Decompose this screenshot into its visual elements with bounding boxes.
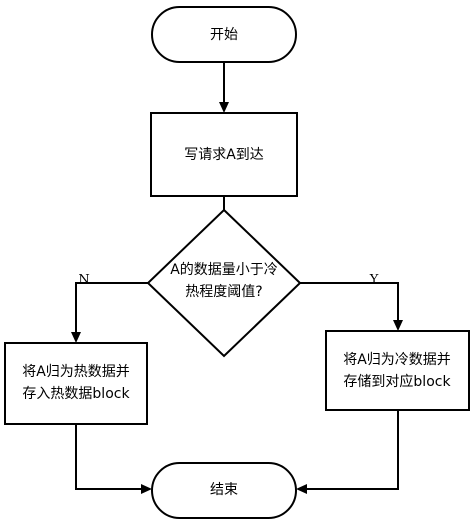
- cold-block-node: 将A归为冷数据并 存储到对应block: [325, 330, 470, 411]
- connector-decision-to-hot: N: [71, 273, 148, 343]
- yes-branch-label: Y: [369, 273, 379, 288]
- decision-node: A的数据量小于冷 热程度阈值?: [146, 208, 302, 358]
- hot-block-label-line1: 将A归为热数据并: [22, 363, 130, 380]
- connector-decision-to-cold: Y: [300, 273, 403, 331]
- cold-block-label-line2: 存储到对应block: [343, 373, 451, 390]
- connector-start-to-request: [219, 62, 229, 113]
- start-node: 开始: [151, 6, 297, 63]
- hot-block-node: 将A归为热数据并 存入热数据block: [4, 342, 148, 425]
- arrowhead-icon: [296, 484, 307, 494]
- end-node: 结束: [151, 462, 297, 519]
- start-label: 开始: [210, 27, 238, 43]
- decision-label-line2: 热程度阈值?: [185, 284, 262, 300]
- end-label: 结束: [210, 482, 238, 498]
- arrowhead-icon: [71, 332, 81, 343]
- connector-hot-to-end: [75, 424, 152, 494]
- decision-label-line1: A的数据量小于冷: [170, 262, 278, 278]
- connector-cold-to-end: [296, 410, 399, 494]
- no-branch-label: N: [78, 273, 89, 288]
- arrowhead-icon: [141, 484, 152, 494]
- arrowhead-icon: [219, 102, 229, 113]
- arrowhead-icon: [393, 320, 403, 331]
- hot-block-label-line2: 存入热数据block: [22, 386, 130, 402]
- cold-block-label-line1: 将A归为冷数据并: [343, 351, 451, 368]
- write-request-node: 写请求A到达: [150, 112, 298, 197]
- write-request-label: 写请求A到达: [184, 147, 264, 163]
